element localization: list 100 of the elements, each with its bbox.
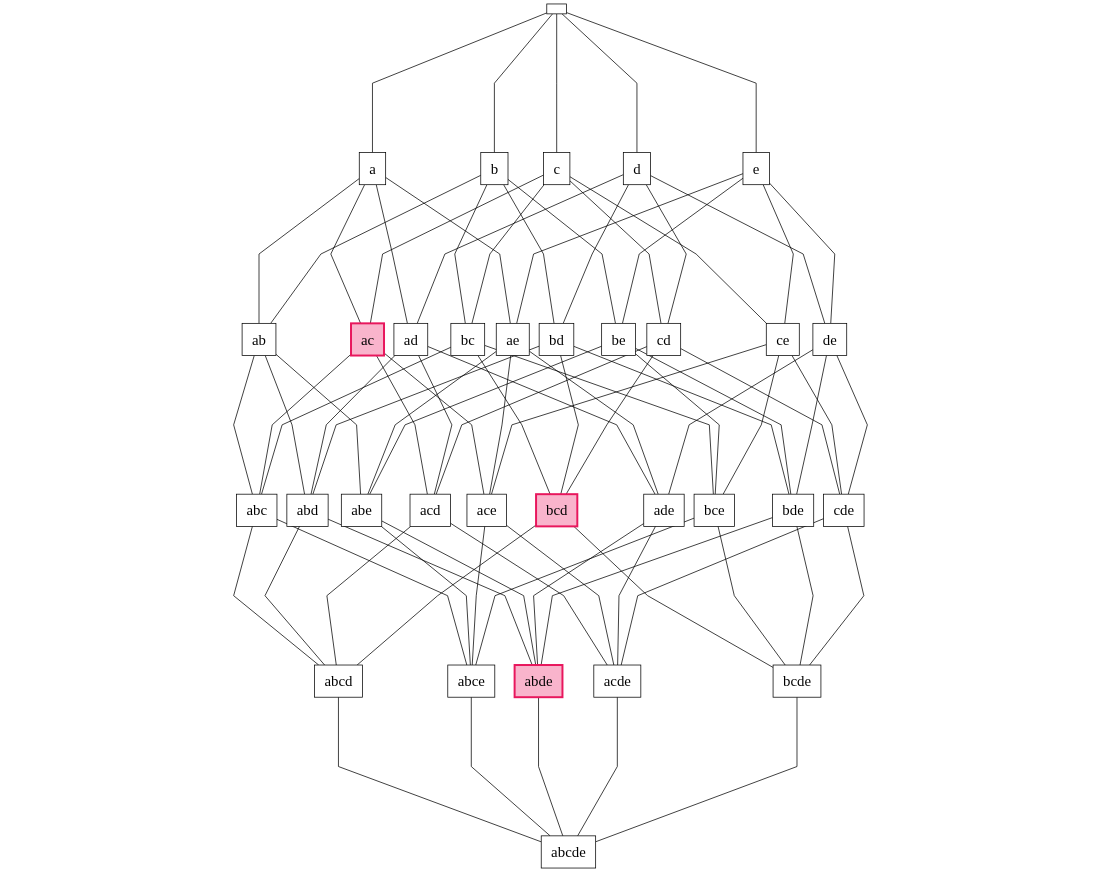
connector bbox=[617, 526, 656, 666]
node-box: bde bbox=[772, 493, 815, 527]
connector bbox=[791, 355, 842, 495]
connector bbox=[264, 355, 305, 495]
connector bbox=[330, 184, 365, 324]
connector bbox=[769, 182, 836, 324]
connector bbox=[573, 345, 790, 495]
node-box: abe bbox=[340, 493, 383, 527]
connector bbox=[275, 353, 361, 495]
connector bbox=[356, 524, 537, 666]
connector bbox=[276, 518, 468, 666]
node-box bbox=[546, 3, 567, 15]
connector bbox=[376, 355, 428, 495]
node-box: abde bbox=[513, 664, 564, 699]
connector bbox=[259, 353, 352, 495]
node-box: ab bbox=[241, 323, 277, 356]
node-box: c bbox=[543, 152, 571, 186]
node-box: bce bbox=[693, 493, 735, 527]
connector bbox=[477, 355, 551, 495]
node-box: abd bbox=[286, 493, 329, 527]
connector bbox=[836, 355, 868, 495]
connector bbox=[233, 526, 320, 666]
connector bbox=[577, 696, 618, 837]
node-box: ad bbox=[393, 323, 429, 356]
node-box: b bbox=[480, 152, 509, 186]
connector bbox=[338, 696, 542, 843]
connector bbox=[475, 517, 695, 666]
node-box: abc bbox=[236, 493, 278, 527]
node-box: cd bbox=[646, 323, 682, 356]
connector bbox=[450, 522, 608, 666]
node-box: bcd bbox=[535, 493, 579, 528]
node-box: be bbox=[601, 323, 636, 356]
connector bbox=[470, 696, 551, 837]
node-box: e bbox=[742, 152, 770, 186]
connector bbox=[538, 696, 564, 837]
connector bbox=[762, 184, 794, 324]
connector bbox=[494, 13, 553, 153]
connector bbox=[516, 173, 744, 324]
connector bbox=[258, 178, 360, 324]
connector bbox=[796, 526, 814, 666]
connector bbox=[635, 347, 792, 495]
connector bbox=[566, 12, 757, 153]
connector bbox=[489, 355, 512, 495]
connector bbox=[506, 525, 615, 666]
node-box: ae bbox=[495, 323, 530, 356]
connector bbox=[418, 355, 453, 495]
connector bbox=[560, 355, 579, 495]
node-box: ac bbox=[350, 322, 385, 357]
connector bbox=[796, 355, 827, 495]
connector bbox=[573, 526, 774, 668]
node-box: abce bbox=[447, 664, 496, 698]
node-box: bcde bbox=[772, 664, 822, 698]
connector bbox=[471, 184, 545, 324]
connector bbox=[372, 12, 548, 153]
connector bbox=[326, 526, 412, 666]
connector bbox=[540, 517, 773, 666]
node-box: acde bbox=[593, 664, 642, 698]
node-box: abcde bbox=[540, 835, 597, 869]
connector bbox=[416, 174, 624, 324]
connector bbox=[622, 177, 744, 324]
node-box: ace bbox=[466, 493, 507, 527]
connector bbox=[369, 345, 603, 495]
connector bbox=[620, 518, 824, 666]
connector bbox=[264, 526, 325, 666]
node-box: d bbox=[622, 152, 651, 186]
connector bbox=[471, 526, 486, 666]
connector bbox=[561, 13, 638, 153]
connector bbox=[507, 179, 616, 324]
connector bbox=[370, 174, 544, 324]
connector bbox=[491, 344, 767, 495]
connector bbox=[327, 518, 533, 666]
node-box: ce bbox=[765, 323, 800, 356]
connector bbox=[595, 696, 798, 843]
connector bbox=[310, 355, 396, 495]
node-box: a bbox=[358, 152, 387, 186]
connector bbox=[569, 176, 767, 324]
connector bbox=[484, 345, 714, 495]
connector bbox=[680, 348, 841, 495]
connector bbox=[722, 355, 780, 495]
node-box: cde bbox=[823, 493, 865, 527]
connector bbox=[270, 174, 482, 324]
connector bbox=[312, 345, 540, 495]
connector bbox=[367, 351, 497, 495]
node-box: de bbox=[812, 323, 848, 356]
connector bbox=[375, 184, 408, 324]
connector bbox=[565, 355, 654, 495]
connector bbox=[503, 184, 555, 324]
connector bbox=[533, 523, 645, 666]
connector bbox=[528, 350, 659, 495]
connector bbox=[668, 349, 814, 495]
connector bbox=[381, 520, 537, 666]
node-box: bc bbox=[450, 323, 486, 356]
node-box: ade bbox=[643, 493, 685, 527]
node-box: abcd bbox=[314, 664, 363, 698]
connector bbox=[562, 184, 629, 324]
connector bbox=[261, 346, 452, 495]
connector bbox=[645, 184, 687, 324]
connector bbox=[385, 177, 511, 324]
connector bbox=[635, 353, 720, 495]
connector bbox=[556, 13, 558, 153]
